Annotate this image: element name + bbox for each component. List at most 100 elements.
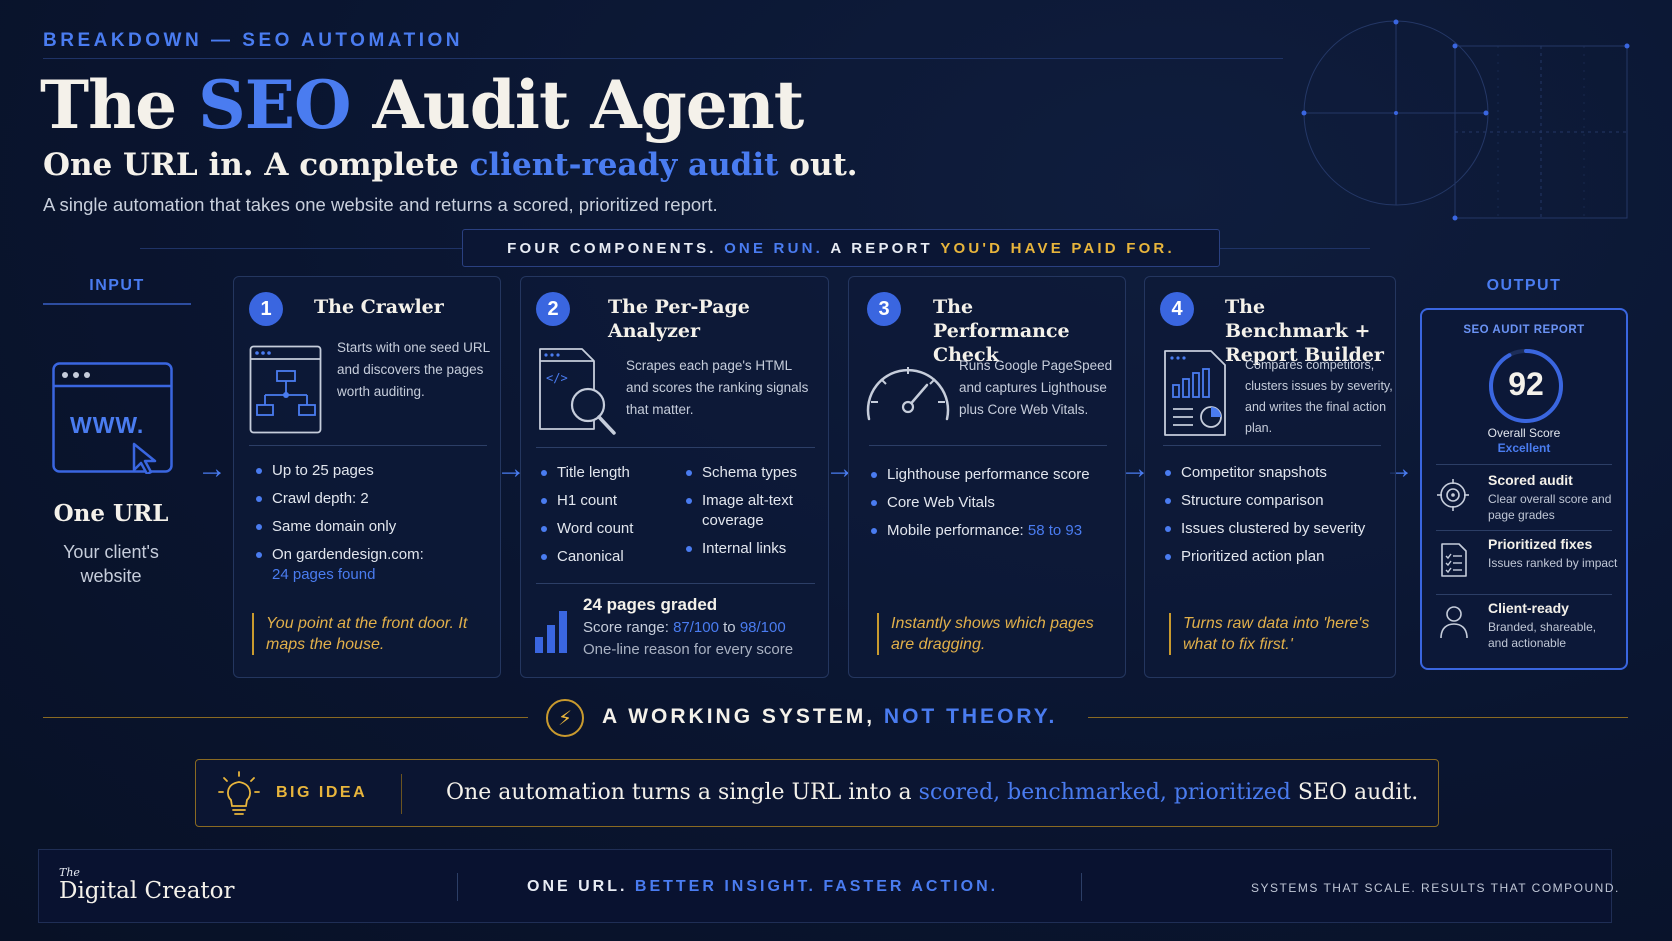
input-title: One URL [53,500,169,527]
list-item: Canonical [539,547,669,567]
list-item: On gardendesign.com:24 pages found [254,545,494,585]
card-description: Scrapes each page's HTML and scores the … [626,358,809,417]
footer: The Digital Creator ONE URL. BETTER INSI… [38,849,1618,923]
sitemap-icon [249,345,322,434]
output-divider [1436,594,1612,595]
score-low: 87/100 [673,619,719,636]
big-idea-box: BIG IDEA One automation turns a single U… [195,759,1439,827]
footer-separator [457,873,458,901]
target-icon [1437,479,1469,511]
components-banner: FOUR COMPONENTS. ONE RUN. A REPORT YOU'D… [462,229,1220,267]
page-description: A single automation that takes one websi… [43,194,718,215]
list-item: Same domain only [254,517,494,537]
subtitle-post: out. [778,147,858,183]
page-title: The SEO Audit Agent [40,66,805,144]
footer-tagline: ONE URL. BETTER INSIGHT. FASTER ACTION. [527,878,998,896]
big-idea-post: SEO audit. [1290,780,1419,805]
card-quote: You point at the front door. It maps the… [252,613,482,655]
brand-logo: Digital Creator [59,878,235,904]
big-idea-text: One automation turns a single URL into a… [446,780,1418,805]
eyebrow: BREAKDOWN — SEO AUTOMATION [43,30,463,51]
list-item: Lighthouse performance score [869,465,1119,485]
list-item: Image alt-text coverage [684,491,824,531]
input-subtitle: Your client's website [43,540,179,588]
card-crawler: 1 The Crawler Starts with one seed URL a… [233,276,501,678]
speedometer-icon [866,367,950,421]
output-item-title: Scored audit [1488,472,1573,488]
banner-line-left [140,248,462,249]
big-idea-accent2: benchmarked, [1007,780,1167,805]
footer-slogan: SYSTEMS THAT SCALE. RESULTS THAT COMPOUN… [1251,881,1620,895]
page-subtitle: One URL in. A complete client-ready audi… [43,147,858,183]
score-range: Score range: 87/100 to 98/100 [583,619,786,636]
list-item: Prioritized action plan [1163,547,1393,567]
lightbulb-icon [218,771,260,815]
brand-prefix: The [59,866,80,879]
subtitle-pre: One URL in. A complete [43,147,470,183]
score-range-label: Score range: [583,619,669,636]
score-label: Overall Score [1487,426,1561,440]
output-divider [1436,530,1612,531]
lightning-bolt-icon: ⚡ [546,699,584,737]
footer-separator [1081,873,1082,901]
card-title: The Per-Page Analyzer [608,296,750,342]
list-item: Word count [539,519,669,539]
graded-title: 24 pages graded [583,595,718,614]
step-badge: 4 [1160,292,1194,326]
score-grade: Excellent [1497,441,1551,455]
card-per-page-analyzer: 2 The Per-Page Analyzer </> Scrapes each… [520,276,829,678]
big-idea-accent3: prioritized [1173,780,1291,805]
footer-tagline-part2: BETTER INSIGHT. FASTER ACTION. [634,878,999,895]
output-item-sub: Branded, shareable, and actionable [1488,620,1597,650]
title-post: Audit Agent [350,66,805,144]
person-icon [1440,606,1468,639]
card-title: The Benchmark + Report Builder [1225,296,1384,366]
card-divider [869,445,1107,446]
eyebrow-divider [43,58,1283,59]
card-description: Starts with one seed URL and discovers t… [337,340,490,399]
card-description: Runs Google PageSpeed and captures Light… [959,358,1113,417]
card-bullets: Lighthouse performance score Core Web Vi… [869,465,1119,549]
input-subtitle-line1: Your client's [63,542,159,562]
bullet-text: On gardendesign.com: [272,546,424,563]
title-accent: SEO [198,66,351,144]
output-item-sub: Clear overall score and page grades [1488,492,1612,522]
output-item-title: Client-ready [1488,600,1569,616]
banner-part4: YOU'D HAVE PAID FOR. [940,239,1175,257]
output-item-title: Prioritized fixes [1488,536,1593,552]
bullet-text: Mobile performance: [887,522,1024,539]
card-title: The Crawler [314,296,444,318]
card-divider [536,583,815,584]
working-system-part1: A WORKING SYSTEM, [602,705,876,728]
browser-icon: WWW. [52,362,174,476]
list-item: Internal links [684,539,824,559]
card-divider [536,447,815,448]
banner-line-right [1220,248,1370,249]
code-magnifier-icon: </> [539,348,616,435]
card-title: The Performance Check [933,296,1070,366]
card-divider [249,445,487,446]
score-to: to [723,619,736,636]
banner-part2: ONE RUN. [724,239,823,257]
overall-score: 92 [1508,366,1544,402]
input-label-underline [43,303,191,305]
input-subtitle-line2: website [80,566,142,586]
subtitle-accent: client-ready audit [469,147,779,183]
step-badge: 2 [536,292,570,326]
banner-part3: A REPORT [830,239,933,257]
graded-note: One-line reason for every score [583,641,794,658]
list-item: Issues clustered by severity [1163,519,1393,539]
mobile-range: 58 to 93 [1027,522,1083,539]
list-item: Structure comparison [1163,491,1393,511]
card-description: Compares competitors, clusters issues by… [1245,358,1393,435]
list-item: Schema types [684,463,824,483]
report-title: SEO AUDIT REPORT [1463,324,1585,336]
working-system-part2: NOT THEORY. [883,705,1058,728]
bar-chart-icon [535,611,567,653]
working-system-line-left [43,717,528,718]
title-pre: The [40,66,199,144]
big-idea-accent1: scored, [918,780,1001,805]
list-item: H1 count [539,491,669,511]
output-label: OUTPUT [1486,277,1562,294]
input-label: INPUT [89,277,145,294]
